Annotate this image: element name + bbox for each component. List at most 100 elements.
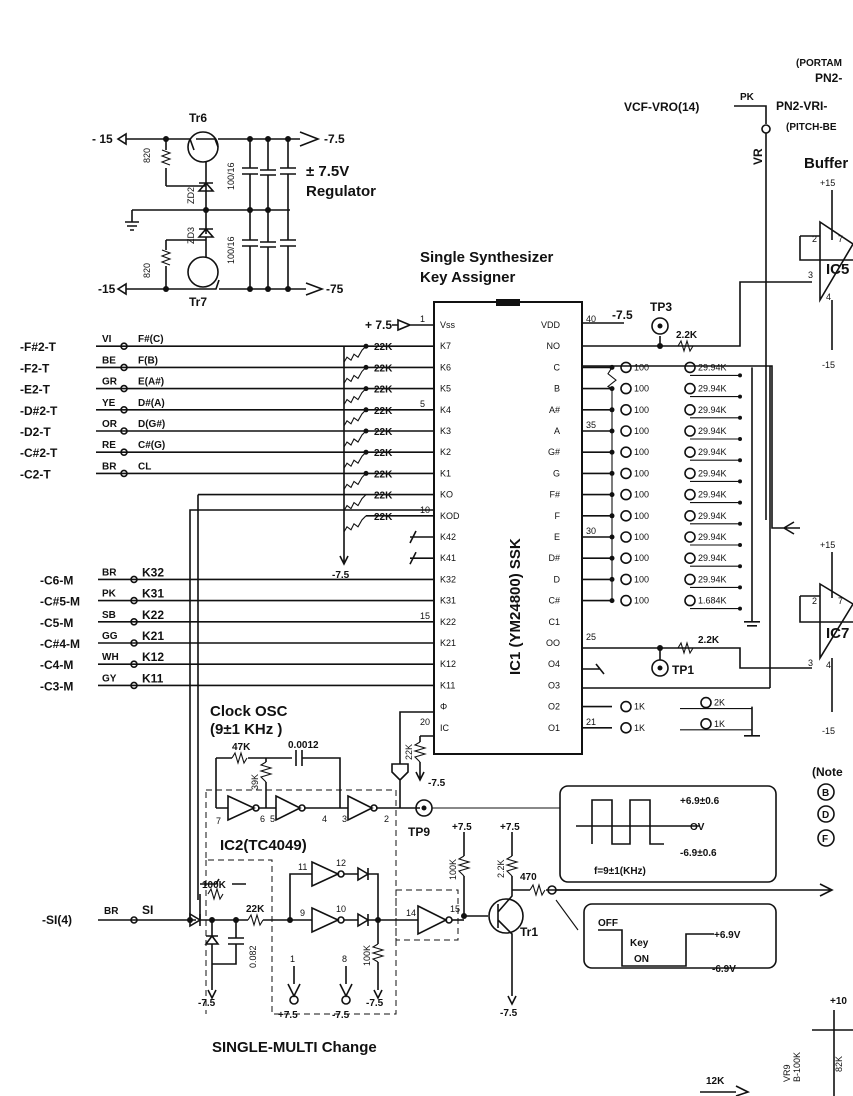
si-pin15: 15	[450, 904, 460, 914]
si-rail-0: +7.5	[278, 1010, 298, 1021]
ic1-left-pins: VssK7K6K5K4K3K2K1KOKODK42K41K32K31K22K21…	[420, 314, 460, 733]
ic1-left-pin: K21	[440, 638, 456, 648]
pn2-label: PN2-	[815, 71, 842, 85]
ic5-label: IC5	[826, 261, 849, 278]
cap-top-label: 100/16	[226, 162, 236, 190]
pullup-value: 22K	[374, 512, 393, 523]
portamento-label: (PORTAM	[796, 58, 842, 69]
ic1-right-pin-number: 40	[586, 314, 596, 324]
opamp-ic7: +15 IC7 2 7 3 4 -15	[799, 540, 853, 736]
clock-cap: 0.0012	[288, 740, 319, 751]
clock-r39k: 39K	[250, 774, 260, 790]
octave-r1: 1K	[634, 723, 645, 733]
ic1-left-pin: K32	[440, 574, 456, 584]
ic1-left-pin: IC	[440, 723, 450, 733]
divider-r1: 100	[634, 553, 649, 563]
ic1-left-pin: K5	[440, 384, 451, 394]
vr9-value: B-100K	[792, 1052, 802, 1082]
pullup-value: 22K	[374, 363, 393, 374]
key-input-net: -F2-T	[20, 361, 50, 375]
ic1-left-pin: K7	[440, 341, 451, 351]
waveform-box: +6.9±0.6 OV -6.9±0.6 f=9±1(KHz)	[559, 785, 777, 883]
notes-legend: (Note B D F	[812, 765, 843, 847]
base-supply: +7.5	[452, 822, 472, 833]
mux-input-net: -C#4-M	[40, 637, 80, 651]
ic1-left-pin: KO	[440, 490, 453, 500]
ic5-pin7: 7	[838, 234, 843, 244]
clock-freq: (9±1 KHz )	[210, 721, 282, 738]
tr6-label: Tr6	[189, 111, 207, 125]
r12k-label: 12K	[706, 1076, 725, 1087]
testpoint-section: TP3 2.2K TP1 2.2K	[582, 281, 812, 689]
ic1-left-pin-number: 20	[420, 717, 430, 727]
key-input-net: -D2-T	[20, 425, 51, 439]
ic1-left-pin: K1	[440, 468, 451, 478]
clock-title: Clock OSC	[210, 703, 288, 720]
mux-input-code: GG	[102, 631, 118, 642]
mux-input-net: -C#5-M	[40, 595, 80, 609]
clock-pin5: 5	[270, 814, 275, 824]
ic1-right-pin-number: 30	[586, 526, 596, 536]
key-input-code: GR	[102, 377, 118, 388]
mux-input-net: -C5-M	[40, 616, 73, 630]
key-input-net: -C#2-T	[20, 446, 58, 460]
pullup-value: 22K	[374, 491, 393, 502]
ic1-title-2: Key Assigner	[420, 269, 515, 286]
tr1-r22k: 2.2K	[496, 859, 506, 878]
cap-bottom-label: 100/16	[226, 236, 236, 264]
divider-r2: 29.94K	[698, 490, 727, 500]
divider-r1: 100	[634, 490, 649, 500]
divider-r2: 29.94K	[698, 447, 727, 457]
mux-input-code: GY	[102, 673, 117, 684]
mux-input-label: K11	[142, 671, 164, 685]
oo-resistor: 2.2K	[698, 635, 720, 646]
ic1-left-pin: K31	[440, 596, 456, 606]
mux-input-label: K22	[142, 608, 164, 622]
ic1-right-pin: C#	[548, 596, 560, 606]
ic1-left-pin-number: 1	[420, 314, 425, 324]
divider-r2: 29.94K	[698, 405, 727, 415]
divider-r2: 29.94K	[698, 532, 727, 542]
reg-input-top: - 15	[92, 132, 113, 146]
ic1-left-pin: K22	[440, 617, 456, 627]
ic1-right-pin: O4	[548, 659, 560, 669]
key-input-note: E(A#)	[138, 377, 164, 388]
regulator-section: - 15 Tr6 820 -7.5 ZD2 ZD3 Tr7 -15 820 -7…	[92, 111, 376, 309]
reg-r1: 820	[142, 148, 152, 163]
key-input-net: -D#2-T	[20, 404, 58, 418]
si-caption: SINGLE-MULTI Change	[212, 1039, 377, 1056]
ic1-left-pin-number: 15	[420, 611, 430, 621]
si-rail-2: -7.5	[332, 1010, 350, 1021]
si-pin10: 10	[336, 904, 346, 914]
ic1-right-pin: E	[554, 532, 560, 542]
clock-r22k: 22K	[404, 744, 414, 760]
divider-r1: 100	[634, 574, 649, 584]
pullup-value: 22K	[374, 469, 393, 480]
mux-input-net: -C6-M	[40, 573, 73, 587]
key-input-net: -E2-T	[20, 383, 51, 397]
mux-input-code: PK	[102, 589, 117, 600]
key-input-code: RE	[102, 440, 116, 451]
ic7-pin2: 2	[812, 596, 817, 606]
ic1-left-pin-number: 5	[420, 399, 425, 409]
pullup-value: 22K	[374, 342, 393, 353]
divider-r2: 29.94K	[698, 426, 727, 436]
ic7-pin7: 7	[838, 596, 843, 606]
octave-r2: 1K	[714, 719, 725, 729]
ic1-right-pin: G#	[548, 447, 560, 457]
vr-label: VR	[751, 148, 765, 165]
zd2-label: ZD2	[186, 187, 196, 204]
divider-r1: 100	[634, 426, 649, 436]
ic7-pin4: 4	[826, 660, 831, 670]
ic2-label: IC2(TC4049)	[220, 837, 307, 854]
mux-input-label: K12	[142, 650, 164, 664]
mux-input-code: WH	[102, 652, 119, 663]
si-pin1: 1	[290, 954, 295, 964]
base-r100k: 100K	[448, 859, 458, 880]
si-r22k: 22K	[246, 904, 265, 915]
ic1-section: Single Synthesizer Key Assigner VssK7K6K…	[365, 249, 633, 755]
mux-input-net: -C3-M	[40, 679, 73, 693]
ic7-plus: +15	[820, 540, 835, 550]
